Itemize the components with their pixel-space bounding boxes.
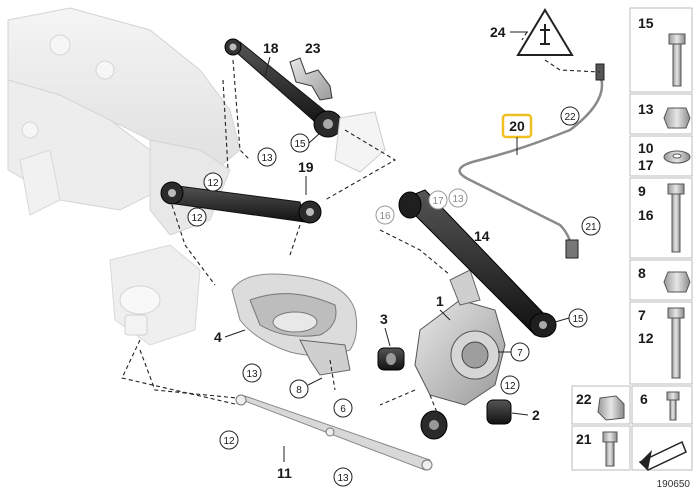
bolt-icon [667, 307, 685, 379]
callout-14: 14 [474, 228, 490, 244]
warning-triangle-icon [516, 8, 574, 56]
wishbone-arm [160, 181, 322, 224]
callout-6: 6 [340, 404, 346, 415]
callout-12b: 12 [191, 213, 203, 224]
bushing-2 [420, 399, 512, 440]
callout-12d: 12 [223, 436, 235, 447]
callout-11: 11 [277, 465, 292, 481]
callout-22: 22 [564, 112, 576, 123]
sidebar-label-9: 9 [638, 183, 646, 199]
arrow-icon [638, 440, 687, 471]
nut-icon [663, 107, 691, 129]
sidebar-label-22: 22 [576, 391, 592, 407]
callout-23: 23 [305, 40, 321, 56]
sidebar-label-13: 13 [638, 101, 654, 117]
clip-icon [597, 395, 625, 421]
reference-number: 190650 [657, 479, 691, 490]
sidebar-label-12: 12 [638, 330, 654, 346]
sidebar-label-16: 16 [638, 207, 654, 223]
callout-13c: 13 [246, 369, 258, 380]
callout-24: 24 [490, 24, 506, 40]
sidebar-label-6: 6 [640, 391, 648, 407]
bolt-icon [667, 183, 685, 253]
sidebar-label-17: 17 [638, 157, 654, 173]
sidebar-label-7: 7 [638, 307, 646, 323]
callout-8: 8 [296, 385, 302, 396]
sidebar-label-10: 10 [638, 140, 654, 156]
callout-18: 18 [263, 40, 279, 56]
callout-13a: 13 [261, 153, 273, 164]
callout-12c: 12 [504, 381, 516, 392]
spring-plate [231, 273, 358, 376]
subframe-illustration [7, 7, 241, 346]
strut-bar [235, 394, 433, 471]
parts-sidebar: 15 13 10 17 9 16 8 [571, 7, 693, 490]
callout-3: 3 [380, 311, 388, 327]
callout-16: 16 [379, 211, 391, 222]
callout-12a: 12 [207, 178, 219, 189]
socket-bolt-icon [602, 431, 618, 467]
bolt-icon [668, 33, 686, 87]
assembly-lines [121, 31, 601, 421]
washer-icon [663, 150, 691, 164]
callout-15b: 15 [572, 314, 584, 325]
screw-icon [666, 391, 680, 421]
sidebar-label-15: 15 [638, 15, 654, 31]
wheel-carrier [414, 269, 506, 406]
callout-21: 21 [585, 222, 597, 233]
callout-13b: 13 [452, 194, 464, 205]
bushing-3 [377, 347, 405, 371]
callout-1: 1 [436, 293, 444, 309]
sidebar-label-8: 8 [638, 265, 646, 281]
trailing-arm [398, 189, 557, 338]
callout-15a: 15 [294, 139, 306, 150]
callout-4: 4 [214, 329, 222, 345]
callout-7: 7 [517, 348, 523, 359]
callout-2: 2 [532, 407, 540, 423]
callout-20: 20 [509, 118, 525, 134]
callout-19: 19 [298, 159, 314, 175]
upper-control-arm [224, 38, 386, 173]
callout-17: 17 [432, 196, 444, 207]
sidebar-label-21: 21 [576, 431, 592, 447]
bracket-23 [289, 57, 333, 101]
callout-labels: 18 23 19 14 1 3 4 11 2 24 20 15 13 12 12… [187, 24, 601, 487]
callout-13d: 13 [337, 473, 349, 484]
nut-icon [663, 271, 691, 293]
